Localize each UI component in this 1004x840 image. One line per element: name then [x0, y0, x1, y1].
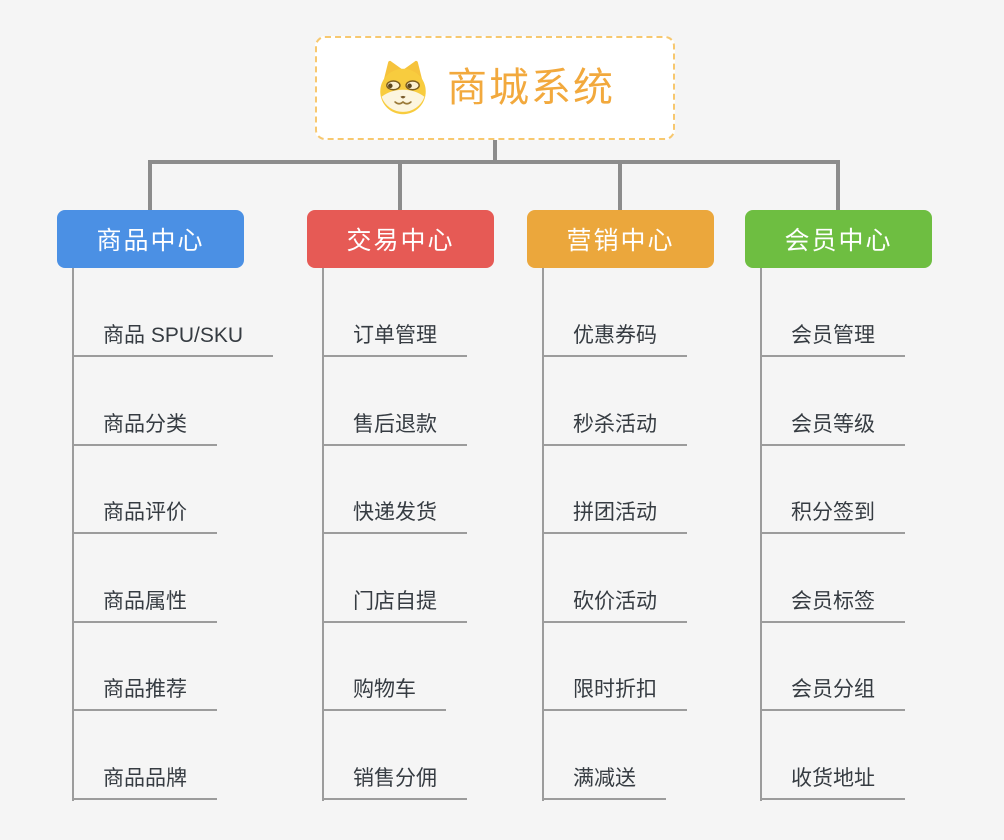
child-label: 会员管理 [791, 324, 875, 347]
child-label: 拼团活动 [573, 501, 657, 524]
child-node[interactable]: 订单管理 [323, 319, 467, 357]
child-node[interactable]: 积分签到 [761, 496, 905, 534]
child-label: 快递发货 [353, 501, 437, 524]
branch-node-product-center[interactable]: 商品中心 [57, 210, 244, 268]
child-label: 砍价活动 [573, 590, 657, 613]
child-node[interactable]: 会员标签 [761, 585, 905, 623]
doge-icon [380, 60, 426, 115]
child-node[interactable]: 销售分佣 [323, 762, 467, 800]
child-node[interactable]: 限时折扣 [543, 673, 687, 711]
child-node[interactable]: 商品推荐 [73, 673, 217, 711]
child-label: 满减送 [573, 767, 636, 790]
child-node[interactable]: 商品属性 [73, 585, 217, 623]
child-node[interactable]: 商品 SPU/SKU [73, 319, 274, 357]
child-node[interactable]: 秒杀活动 [543, 408, 687, 446]
branch-trunk-line [72, 268, 74, 801]
child-label: 秒杀活动 [573, 413, 657, 436]
child-label: 商品推荐 [103, 678, 187, 701]
child-label: 收货地址 [791, 767, 875, 790]
child-label: 商品 SPU/SKU [103, 324, 244, 347]
child-node[interactable]: 购物车 [323, 673, 446, 711]
branch-trunk-line [322, 268, 324, 801]
child-label: 售后退款 [353, 413, 437, 436]
branch-trunk-line [542, 268, 544, 801]
child-label: 销售分佣 [353, 767, 437, 790]
branch-label: 交易中心 [346, 227, 455, 255]
child-node[interactable]: 砍价活动 [543, 585, 687, 623]
child-label: 订单管理 [353, 324, 437, 347]
child-node[interactable]: 门店自提 [323, 585, 467, 623]
branch-trunk-line [760, 268, 762, 801]
child-node[interactable]: 售后退款 [323, 408, 467, 446]
child-label: 优惠券码 [573, 324, 657, 347]
child-label: 商品分类 [103, 413, 187, 436]
child-label: 门店自提 [353, 590, 437, 613]
child-label: 商品评价 [103, 501, 187, 524]
child-label: 会员分组 [791, 678, 875, 701]
child-node[interactable]: 收货地址 [761, 762, 905, 800]
branch-node-marketing-center[interactable]: 营销中心 [527, 210, 714, 268]
child-label: 商品属性 [103, 590, 187, 613]
branch-label: 营销中心 [566, 227, 675, 255]
child-node[interactable]: 会员管理 [761, 319, 905, 357]
branch-label: 会员中心 [784, 227, 893, 255]
root-node[interactable]: 商城系统 [315, 36, 675, 140]
child-label: 限时折扣 [573, 678, 657, 701]
child-node[interactable]: 满减送 [543, 762, 666, 800]
child-label: 积分签到 [791, 501, 875, 524]
branch-node-trade-center[interactable]: 交易中心 [307, 210, 494, 268]
child-node[interactable]: 商品评价 [73, 496, 217, 534]
branch-label: 商品中心 [96, 227, 205, 255]
child-label: 购物车 [353, 678, 416, 701]
child-node[interactable]: 商品分类 [73, 408, 217, 446]
child-node[interactable]: 商品品牌 [73, 762, 217, 800]
child-node[interactable]: 拼团活动 [543, 496, 687, 534]
child-label: 会员等级 [791, 413, 875, 436]
child-node[interactable]: 会员分组 [761, 673, 905, 711]
root-title: 商城系统 [447, 66, 615, 110]
child-node[interactable]: 会员等级 [761, 408, 905, 446]
branch-node-member-center[interactable]: 会员中心 [745, 210, 932, 268]
child-label: 会员标签 [791, 590, 875, 613]
child-label: 商品品牌 [103, 767, 187, 790]
child-node[interactable]: 优惠券码 [543, 319, 687, 357]
child-node[interactable]: 快递发货 [323, 496, 467, 534]
